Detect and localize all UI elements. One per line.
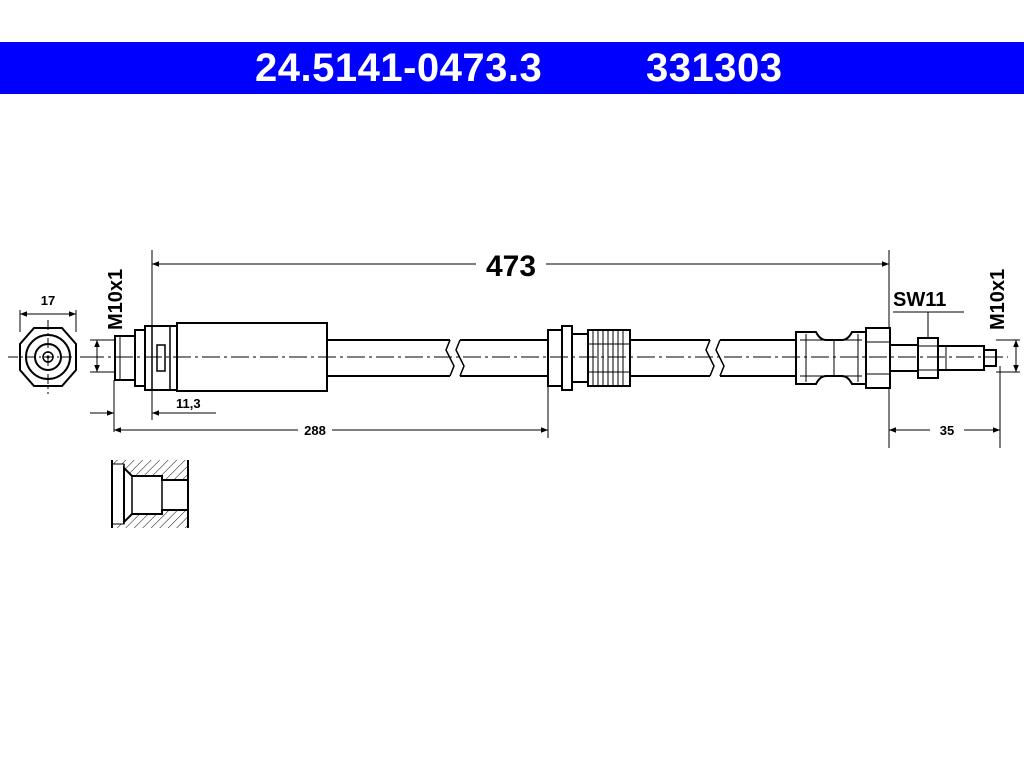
port-section-detail xyxy=(111,460,189,528)
hose-assembly xyxy=(86,322,1008,392)
left-thread-label: M10x1 xyxy=(105,269,127,330)
left-thread-dimension: M10x1 xyxy=(90,269,127,373)
total-length-label: 473 xyxy=(486,250,536,283)
part-number: 24.5141-0473.3 xyxy=(255,46,543,90)
right-thread-dimension: M10x1 xyxy=(987,269,1020,373)
right-thread-label: M10x1 xyxy=(987,269,1009,330)
bracket-distance-label: 288 xyxy=(304,423,326,438)
end-view-fitting: 17 xyxy=(8,293,88,394)
bracket-distance-dimension: 288 xyxy=(114,386,549,438)
fitting-offset-dimension: 11,3 xyxy=(90,380,216,432)
right-end-length-dimension: 35 xyxy=(888,366,1001,448)
fitting-offset-label: 11,3 xyxy=(176,396,201,411)
wrench-size-label: SW11 xyxy=(893,289,946,311)
right-end-length-label: 35 xyxy=(940,423,954,438)
reference-number: 331303 xyxy=(646,46,783,90)
fitting-width-label: 17 xyxy=(41,293,55,308)
wrench-size-callout: SW11 xyxy=(893,289,964,338)
title-bar: 24.5141-0473.3 331303 xyxy=(0,42,1024,94)
